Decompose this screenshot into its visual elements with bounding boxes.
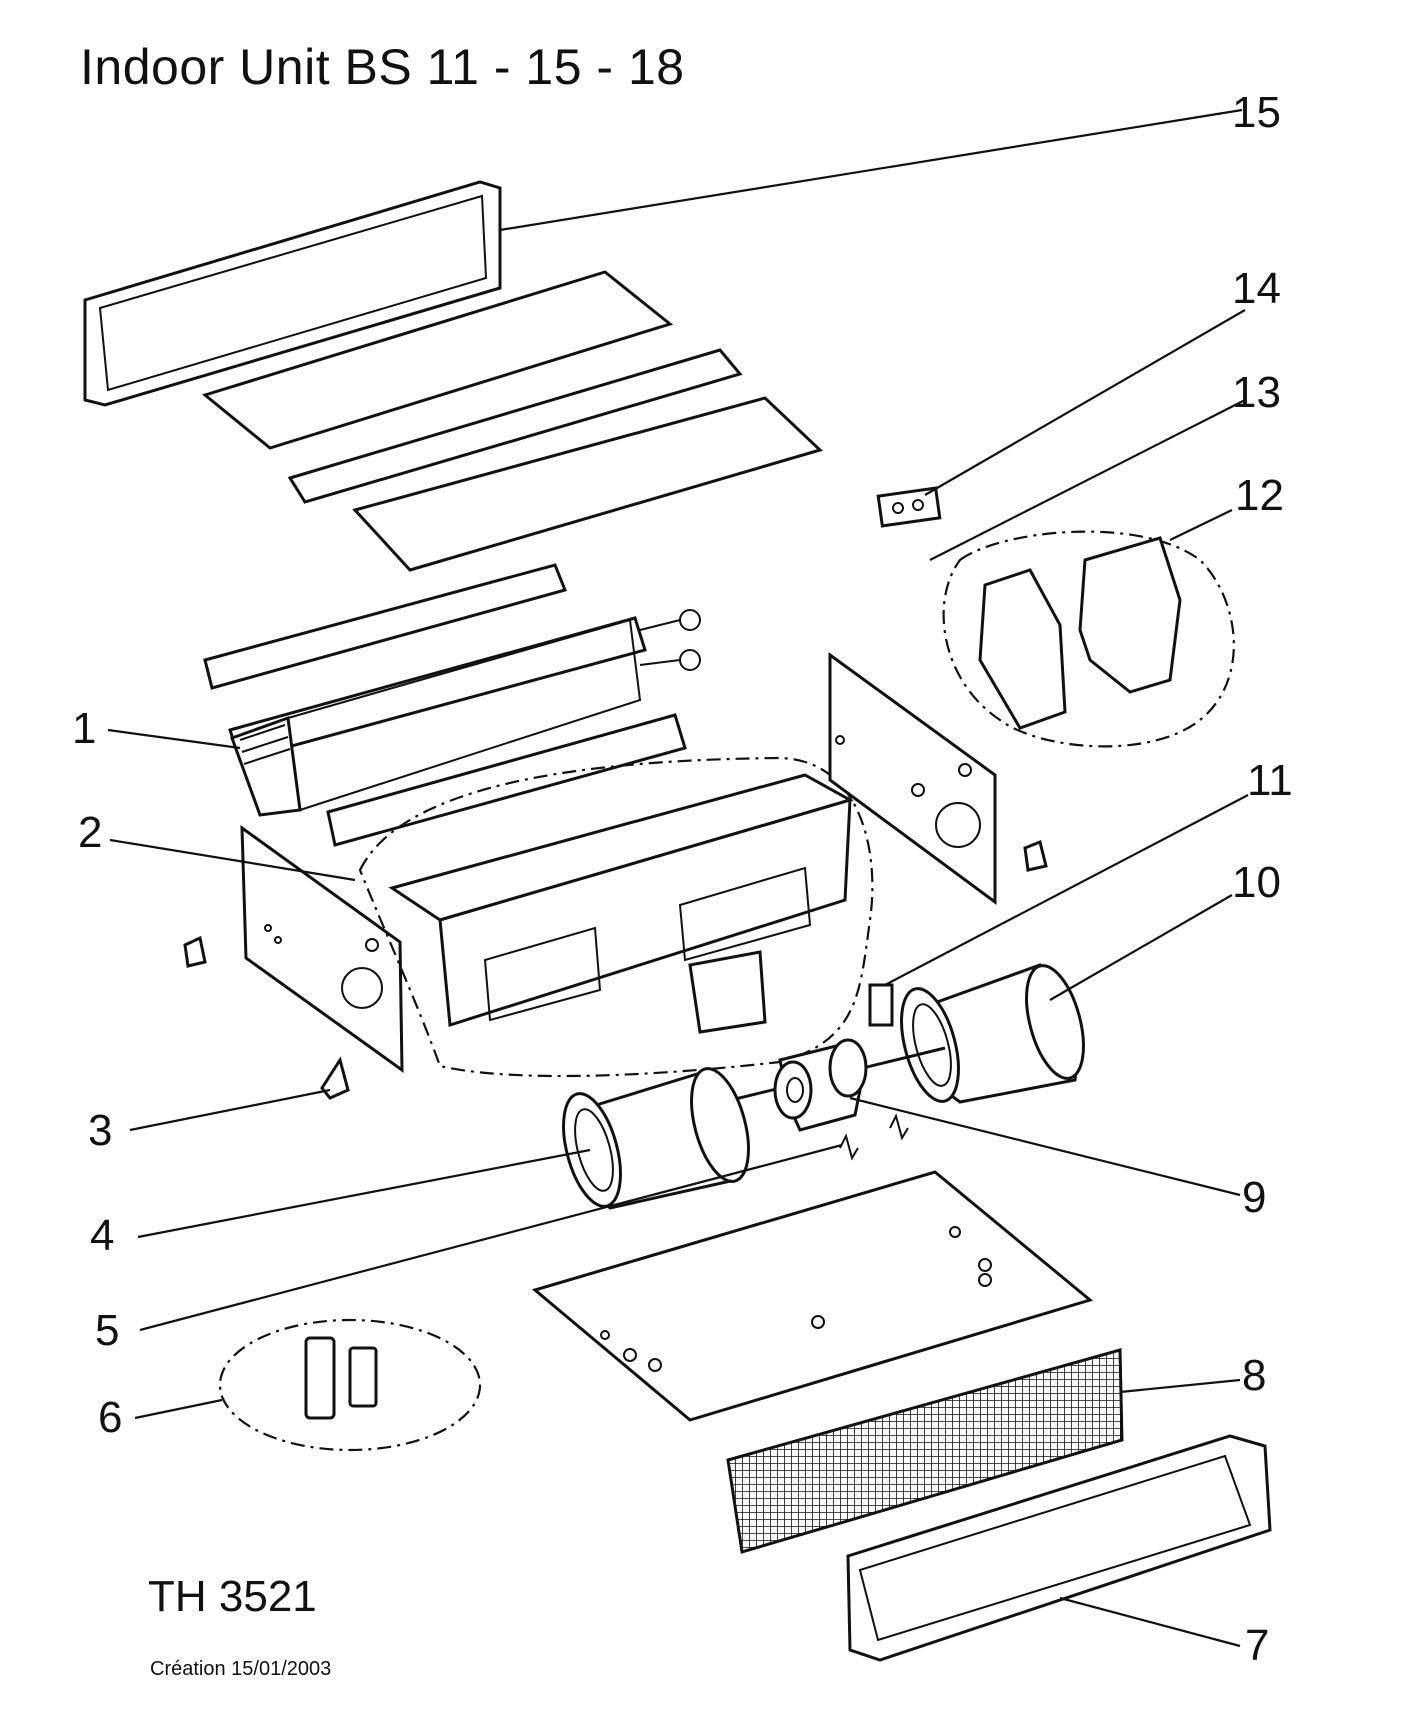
part-air-filter [726,1348,1124,1554]
part-heat-exchanger [203,563,701,847]
callout-1: 1 [72,704,96,753]
diagram-title: Indoor Unit BS 11 - 15 - 18 [80,39,685,95]
part-top-panels [201,270,823,572]
leader-lines [107,108,1249,1648]
callout-8: 8 [1242,1351,1266,1400]
drawing-reference: TH 3521 [148,1572,317,1621]
callout-15: 15 [1232,88,1281,137]
callout-5: 5 [95,1306,119,1355]
part-remote-control-group [218,1318,482,1452]
callout-11: 11 [1247,756,1293,805]
part-control-box-group [942,530,1235,748]
part-display-receiver [876,486,942,528]
part-fan-motor [773,1038,868,1132]
callout-numbers: 15 14 13 12 1 2 11 10 3 9 4 5 6 8 7 [72,88,1293,1670]
part-motor-clips [839,1113,909,1161]
part-left-side-panel [240,825,404,1073]
callout-7: 7 [1245,1621,1269,1670]
callout-14: 14 [1232,264,1281,313]
callout-6: 6 [98,1393,122,1442]
part-left-blower [562,1067,750,1210]
callout-9: 9 [1242,1173,1266,1222]
part-right-bracket [1023,839,1048,872]
part-foot-bracket [320,1056,350,1100]
part-left-bracket [183,935,207,968]
part-capacitor [868,983,894,1027]
part-front-grille-frame [846,1434,1272,1662]
part-top-frame [83,180,502,407]
part-drain-pan-housing [358,756,874,1078]
part-right-blower [900,963,1085,1104]
callout-13: 13 [1232,368,1281,417]
callout-10: 10 [1232,858,1281,907]
part-right-side-panel [828,652,997,905]
callout-2: 2 [78,808,102,857]
callout-12: 12 [1235,471,1284,520]
creation-date: Création 15/01/2003 [150,1658,332,1680]
part-bottom-panel [531,1170,1094,1422]
callout-4: 4 [90,1211,114,1260]
callout-3: 3 [88,1106,112,1155]
